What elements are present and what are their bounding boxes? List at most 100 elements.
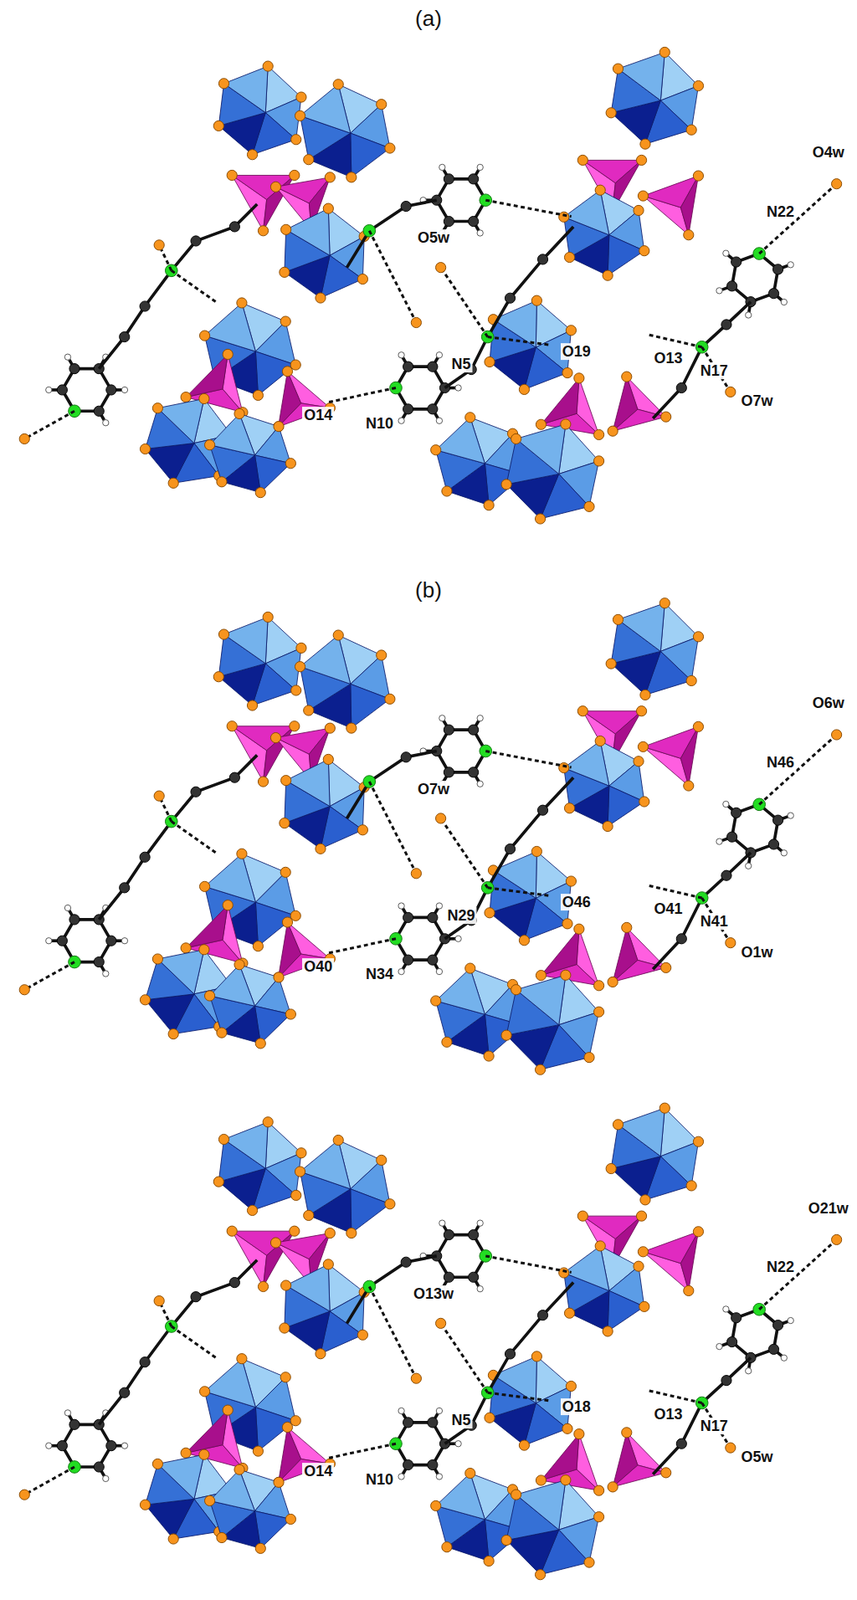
oxygen-atom	[692, 1226, 704, 1237]
water-oxygen	[831, 179, 842, 190]
carbon-atom	[443, 1272, 454, 1283]
label-anchor: O7w	[415, 781, 452, 799]
hydrogen-bond	[24, 1467, 75, 1495]
oxygen-atom	[441, 1036, 452, 1047]
atom-label: N5	[449, 356, 473, 374]
carbon-atom	[443, 767, 454, 778]
carbon-atom	[427, 1459, 438, 1470]
label-anchor: O18	[560, 1399, 593, 1417]
water-oxygen	[436, 1318, 447, 1329]
structure-panel	[19, 598, 842, 1076]
hydrogen-atom	[723, 250, 729, 257]
label-anchor: O46	[560, 894, 593, 912]
oxygen-atom	[213, 1176, 224, 1187]
octahedron-face	[157, 398, 204, 443]
oxygen-atom	[511, 433, 522, 444]
covalent-bond	[445, 1282, 575, 1445]
hydrogen-bond	[487, 337, 552, 346]
carbon-atom	[731, 1313, 742, 1324]
hydrogen-atom	[787, 261, 794, 268]
oxygen-atom	[168, 477, 179, 488]
oxygen-atom	[483, 1051, 494, 1062]
label-anchor: O19	[560, 343, 593, 361]
water-oxygen	[436, 262, 447, 273]
oxygen-atom	[357, 1329, 368, 1340]
tetrahedron-face	[680, 1231, 698, 1292]
oxygen-atom	[262, 61, 273, 72]
oxygen-atom	[152, 1458, 163, 1469]
oxygen-atom	[465, 963, 476, 974]
label-anchor: O13w	[411, 1286, 456, 1304]
oxygen-atom	[637, 1247, 648, 1258]
carbon-atom	[727, 831, 738, 842]
oxygen-atom	[431, 995, 442, 1006]
oxygen-atom	[683, 780, 694, 791]
hydrogen-atom	[398, 903, 405, 909]
hydrogen-bond	[485, 750, 571, 768]
label-anchor: N5	[449, 1412, 473, 1430]
hydrogen-bond	[441, 818, 488, 888]
octahedron	[294, 1134, 396, 1238]
carbon-atom	[190, 786, 201, 797]
oxygen-atom	[315, 843, 326, 854]
carbon-atom	[772, 264, 783, 275]
oxygen-atom	[559, 762, 570, 773]
oxygen-atom	[574, 923, 585, 934]
carbon-atom	[443, 215, 454, 226]
hydrogen-atom	[436, 417, 442, 424]
hydrogen-atom	[102, 970, 109, 977]
oxygen-atom	[577, 1211, 588, 1222]
carbon-atom	[504, 1349, 515, 1360]
oxygen-atom	[384, 693, 396, 704]
oxygen-atom	[465, 1467, 476, 1478]
hydrogen-bond	[648, 1390, 702, 1404]
oxygen-atom	[234, 959, 245, 970]
octahedron	[501, 1475, 605, 1581]
oxygen-atom	[594, 980, 605, 991]
octahedron	[605, 1103, 704, 1206]
oxygen-atom	[483, 500, 494, 511]
oxygen-atom	[661, 1467, 672, 1478]
oxygen-atom	[605, 658, 616, 669]
octahedron-face	[145, 1498, 195, 1540]
oxygen-atom	[216, 477, 227, 488]
water-oxygen	[19, 985, 30, 996]
oxygen-atom	[501, 1030, 512, 1041]
oxygen-atom	[296, 642, 307, 653]
oxygen-atom	[535, 969, 546, 981]
oxygen-atom	[152, 954, 163, 965]
oxygen-atom	[346, 723, 357, 734]
carbon-atom	[139, 301, 150, 312]
oxygen-atom	[234, 408, 245, 419]
oxygen-atom	[199, 944, 210, 955]
hydrogen-atom	[780, 850, 787, 857]
oxygen-atom	[686, 675, 697, 686]
covalent-bond	[436, 1235, 487, 1278]
hydrogen-bond	[171, 821, 217, 854]
hydrogen-bond	[328, 388, 396, 403]
oxygen-atom	[270, 1237, 281, 1248]
oxygen-atom	[257, 1281, 268, 1292]
carbon-atom	[504, 292, 515, 303]
carbon-atom	[768, 1344, 779, 1355]
oxygen-atom	[216, 1532, 227, 1543]
oxygen-atom	[376, 650, 387, 661]
covalent-bond	[98, 754, 257, 920]
water-oxygen	[410, 1373, 421, 1384]
oxygen-atom	[279, 266, 290, 278]
carbon-atom	[403, 912, 414, 923]
atom-label: O40	[302, 958, 334, 976]
octahedron	[213, 1117, 307, 1217]
oxygen-atom	[621, 922, 632, 933]
carbon-atom	[468, 767, 479, 778]
oxygen-atom	[574, 373, 585, 384]
covalent-bond	[445, 226, 575, 389]
oxygen-atom	[692, 631, 704, 642]
oxygen-atom	[560, 419, 571, 430]
carbon-atom	[403, 954, 414, 965]
label-anchor: O4w	[810, 144, 847, 162]
oxygen-atom	[216, 1027, 227, 1038]
oxygen-atom	[168, 1534, 179, 1545]
tetrahedron-face	[185, 905, 228, 949]
